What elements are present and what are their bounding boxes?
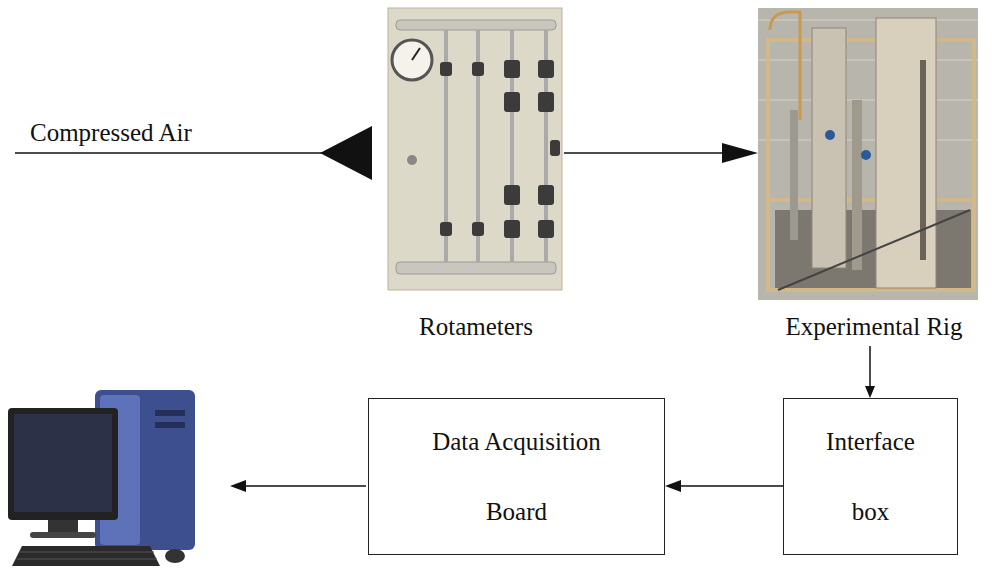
line-label: Compressed Air [30,118,192,148]
rotameter-photo [388,8,562,290]
pc-link-arrowhead [230,480,246,492]
photo-caption: Experimental Rig [758,312,990,342]
process-box: Interface box [783,398,958,555]
flow-arrow [865,346,875,398]
rig-photo [758,8,978,300]
flow-arrow [564,143,758,163]
flow-arrow [665,480,783,492]
computer-icon [8,390,195,566]
box-label: Interface box [816,407,926,547]
photo-node: Experimental Rig [758,8,990,346]
photo-caption: Rotameters [388,312,564,342]
process-box: Data Acquisition Board [368,398,665,555]
air-line [15,152,325,154]
photo-node: Rotameters [388,8,564,346]
air-arrowhead [320,126,372,180]
pc-link-line [240,485,366,487]
box-label: Data Acquisition Board [412,407,622,547]
